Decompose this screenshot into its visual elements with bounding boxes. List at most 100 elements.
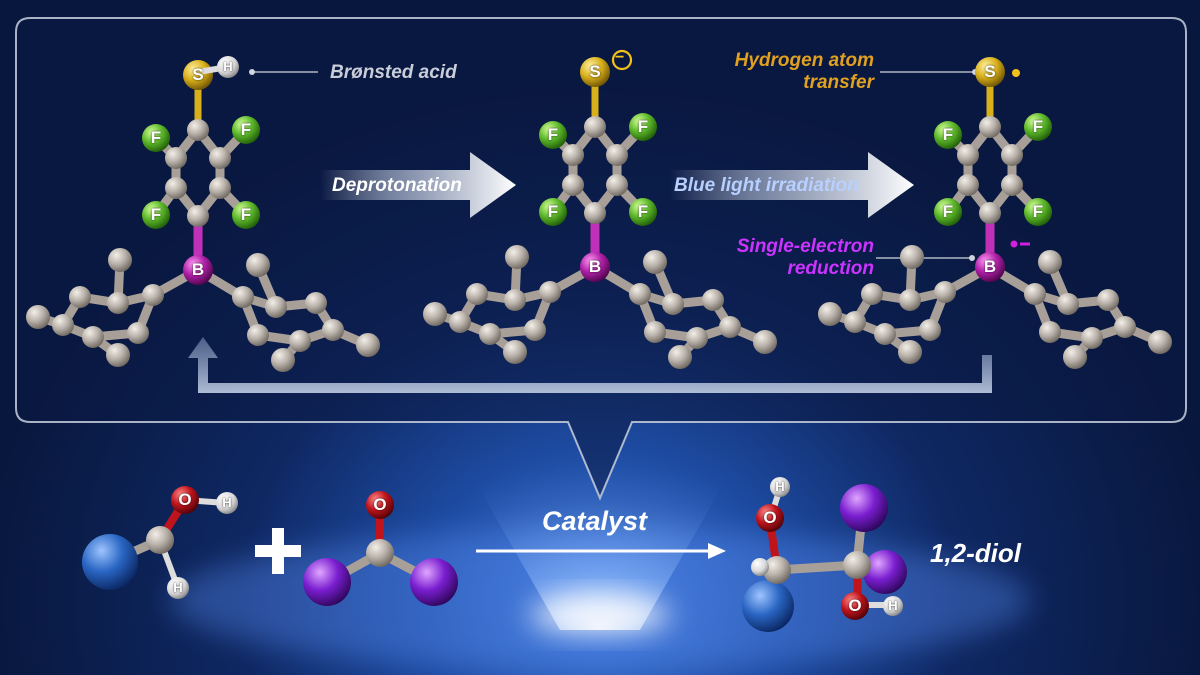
set-label-line1: Single-electron (736, 236, 874, 257)
carbon-atom (289, 330, 311, 352)
sulfur-atom-label: S (589, 62, 601, 81)
methyl-carbon-atom (1148, 330, 1172, 354)
carbon-atom (322, 319, 344, 341)
purple-substituent (840, 484, 888, 532)
carbon-atom (584, 202, 606, 224)
carbon-atom (366, 539, 394, 567)
oxygen-atom-label: O (373, 495, 387, 514)
hydrogen-atom (217, 56, 239, 78)
negative-charge-circle (611, 49, 633, 71)
boron-atom (975, 252, 1005, 282)
carbon-atom (957, 144, 979, 166)
fluorine-atom (1024, 113, 1052, 141)
hydrogen-atom-label: H (888, 598, 898, 613)
sulfur-atom (580, 57, 610, 87)
carbon-atom (107, 292, 129, 314)
methyl-carbon-atom (900, 245, 924, 269)
carbon-atom (919, 319, 941, 341)
carbon-atom (449, 311, 471, 333)
methyl-carbon-atom (1063, 345, 1087, 369)
hydrogen-atom-label: H (173, 580, 183, 595)
carbon-atom (843, 551, 871, 579)
carbon-atom (305, 292, 327, 314)
carbon-atom (844, 311, 866, 333)
product-label: 1,2-diol (930, 538, 1022, 568)
fluorine-atom (142, 124, 170, 152)
blue-substituent (82, 534, 138, 590)
boron-atom-label: B (983, 257, 997, 276)
light-beam (440, 420, 760, 630)
catalyst-label: Catalyst (542, 506, 648, 536)
fluorine-atom (142, 201, 170, 229)
carbon-atom (861, 283, 883, 305)
boron-atom-label: B (588, 257, 602, 276)
fluorine-atom-label: F (240, 205, 252, 224)
hydrogen-atom (751, 558, 769, 576)
carbon-atom (606, 174, 628, 196)
hydrogen-atom (770, 477, 790, 497)
methyl-carbon-atom (271, 348, 295, 372)
bronsted-leader-dot (249, 69, 255, 75)
carbon-atom (209, 147, 231, 169)
carbon-atom (142, 284, 164, 306)
carbon-atom (874, 323, 896, 345)
carbon-atom (504, 289, 526, 311)
hydrogen-atom (883, 596, 903, 616)
carbon-atom (52, 314, 74, 336)
carbon-atom (979, 116, 1001, 138)
methyl-carbon-atom (898, 340, 922, 364)
regeneration-arrow[interactable] (188, 337, 992, 393)
carbon-atom (934, 281, 956, 303)
methyl-carbon-atom (668, 345, 692, 369)
deprotonation-label: Deprotonation (332, 175, 462, 196)
carbon-atom (1097, 289, 1119, 311)
light-source (530, 597, 670, 633)
carbon-atom (524, 319, 546, 341)
carbon-atom (957, 174, 979, 196)
fluorine-atom (539, 121, 567, 149)
methyl-carbon-atom (643, 250, 667, 274)
negative-charge-symbol: − (615, 49, 625, 66)
carbon-atom (539, 281, 561, 303)
fluorine-atom (232, 201, 260, 229)
carbon-atom (466, 283, 488, 305)
bronsted-acid-label: Brønsted acid (330, 62, 457, 83)
carbon-atom (247, 324, 269, 346)
methyl-carbon-atom (108, 248, 132, 272)
hat-label-line1: Hydrogen atom (734, 50, 874, 71)
methyl-carbon-atom (26, 305, 50, 329)
boron-radical-dot (1010, 240, 1018, 248)
deprotonation-arrow[interactable] (320, 152, 516, 218)
methyl-carbon-atom (106, 343, 130, 367)
molecule-layer (26, 56, 1172, 632)
carbon-atom (1024, 283, 1046, 305)
carbon-atom (82, 326, 104, 348)
boron-atom (183, 255, 213, 285)
carbon-atom (165, 147, 187, 169)
fluorine-atom-label: F (942, 125, 954, 144)
methyl-carbon-atom (1038, 250, 1062, 274)
carbon-atom (1057, 293, 1079, 315)
carbon-atom (232, 286, 254, 308)
methyl-carbon-atom (503, 340, 527, 364)
carbon-atom (562, 174, 584, 196)
fluorine-atom-label: F (1032, 202, 1044, 221)
sulfur-atom-label: S (192, 65, 204, 84)
oxygen-atom (756, 504, 784, 532)
reaction-arrow-head[interactable] (708, 543, 726, 559)
hydrogen-atom (216, 492, 238, 514)
oxygen-atom-label: O (178, 490, 192, 509)
carbon-atom (1081, 327, 1103, 349)
boron-atom-label: B (191, 260, 205, 279)
fluorine-atom-label: F (1032, 117, 1044, 136)
carbon-atom (187, 205, 209, 227)
blue-light-arrow[interactable] (670, 152, 914, 218)
purple-substituent (303, 558, 351, 606)
oxygen-atom (841, 592, 869, 620)
carbon-atom (899, 289, 921, 311)
fluorine-atom-label: F (547, 202, 559, 221)
carbon-atom (562, 144, 584, 166)
carbon-atom (479, 323, 501, 345)
carbon-atom (662, 293, 684, 315)
blue-substituent (742, 580, 794, 632)
